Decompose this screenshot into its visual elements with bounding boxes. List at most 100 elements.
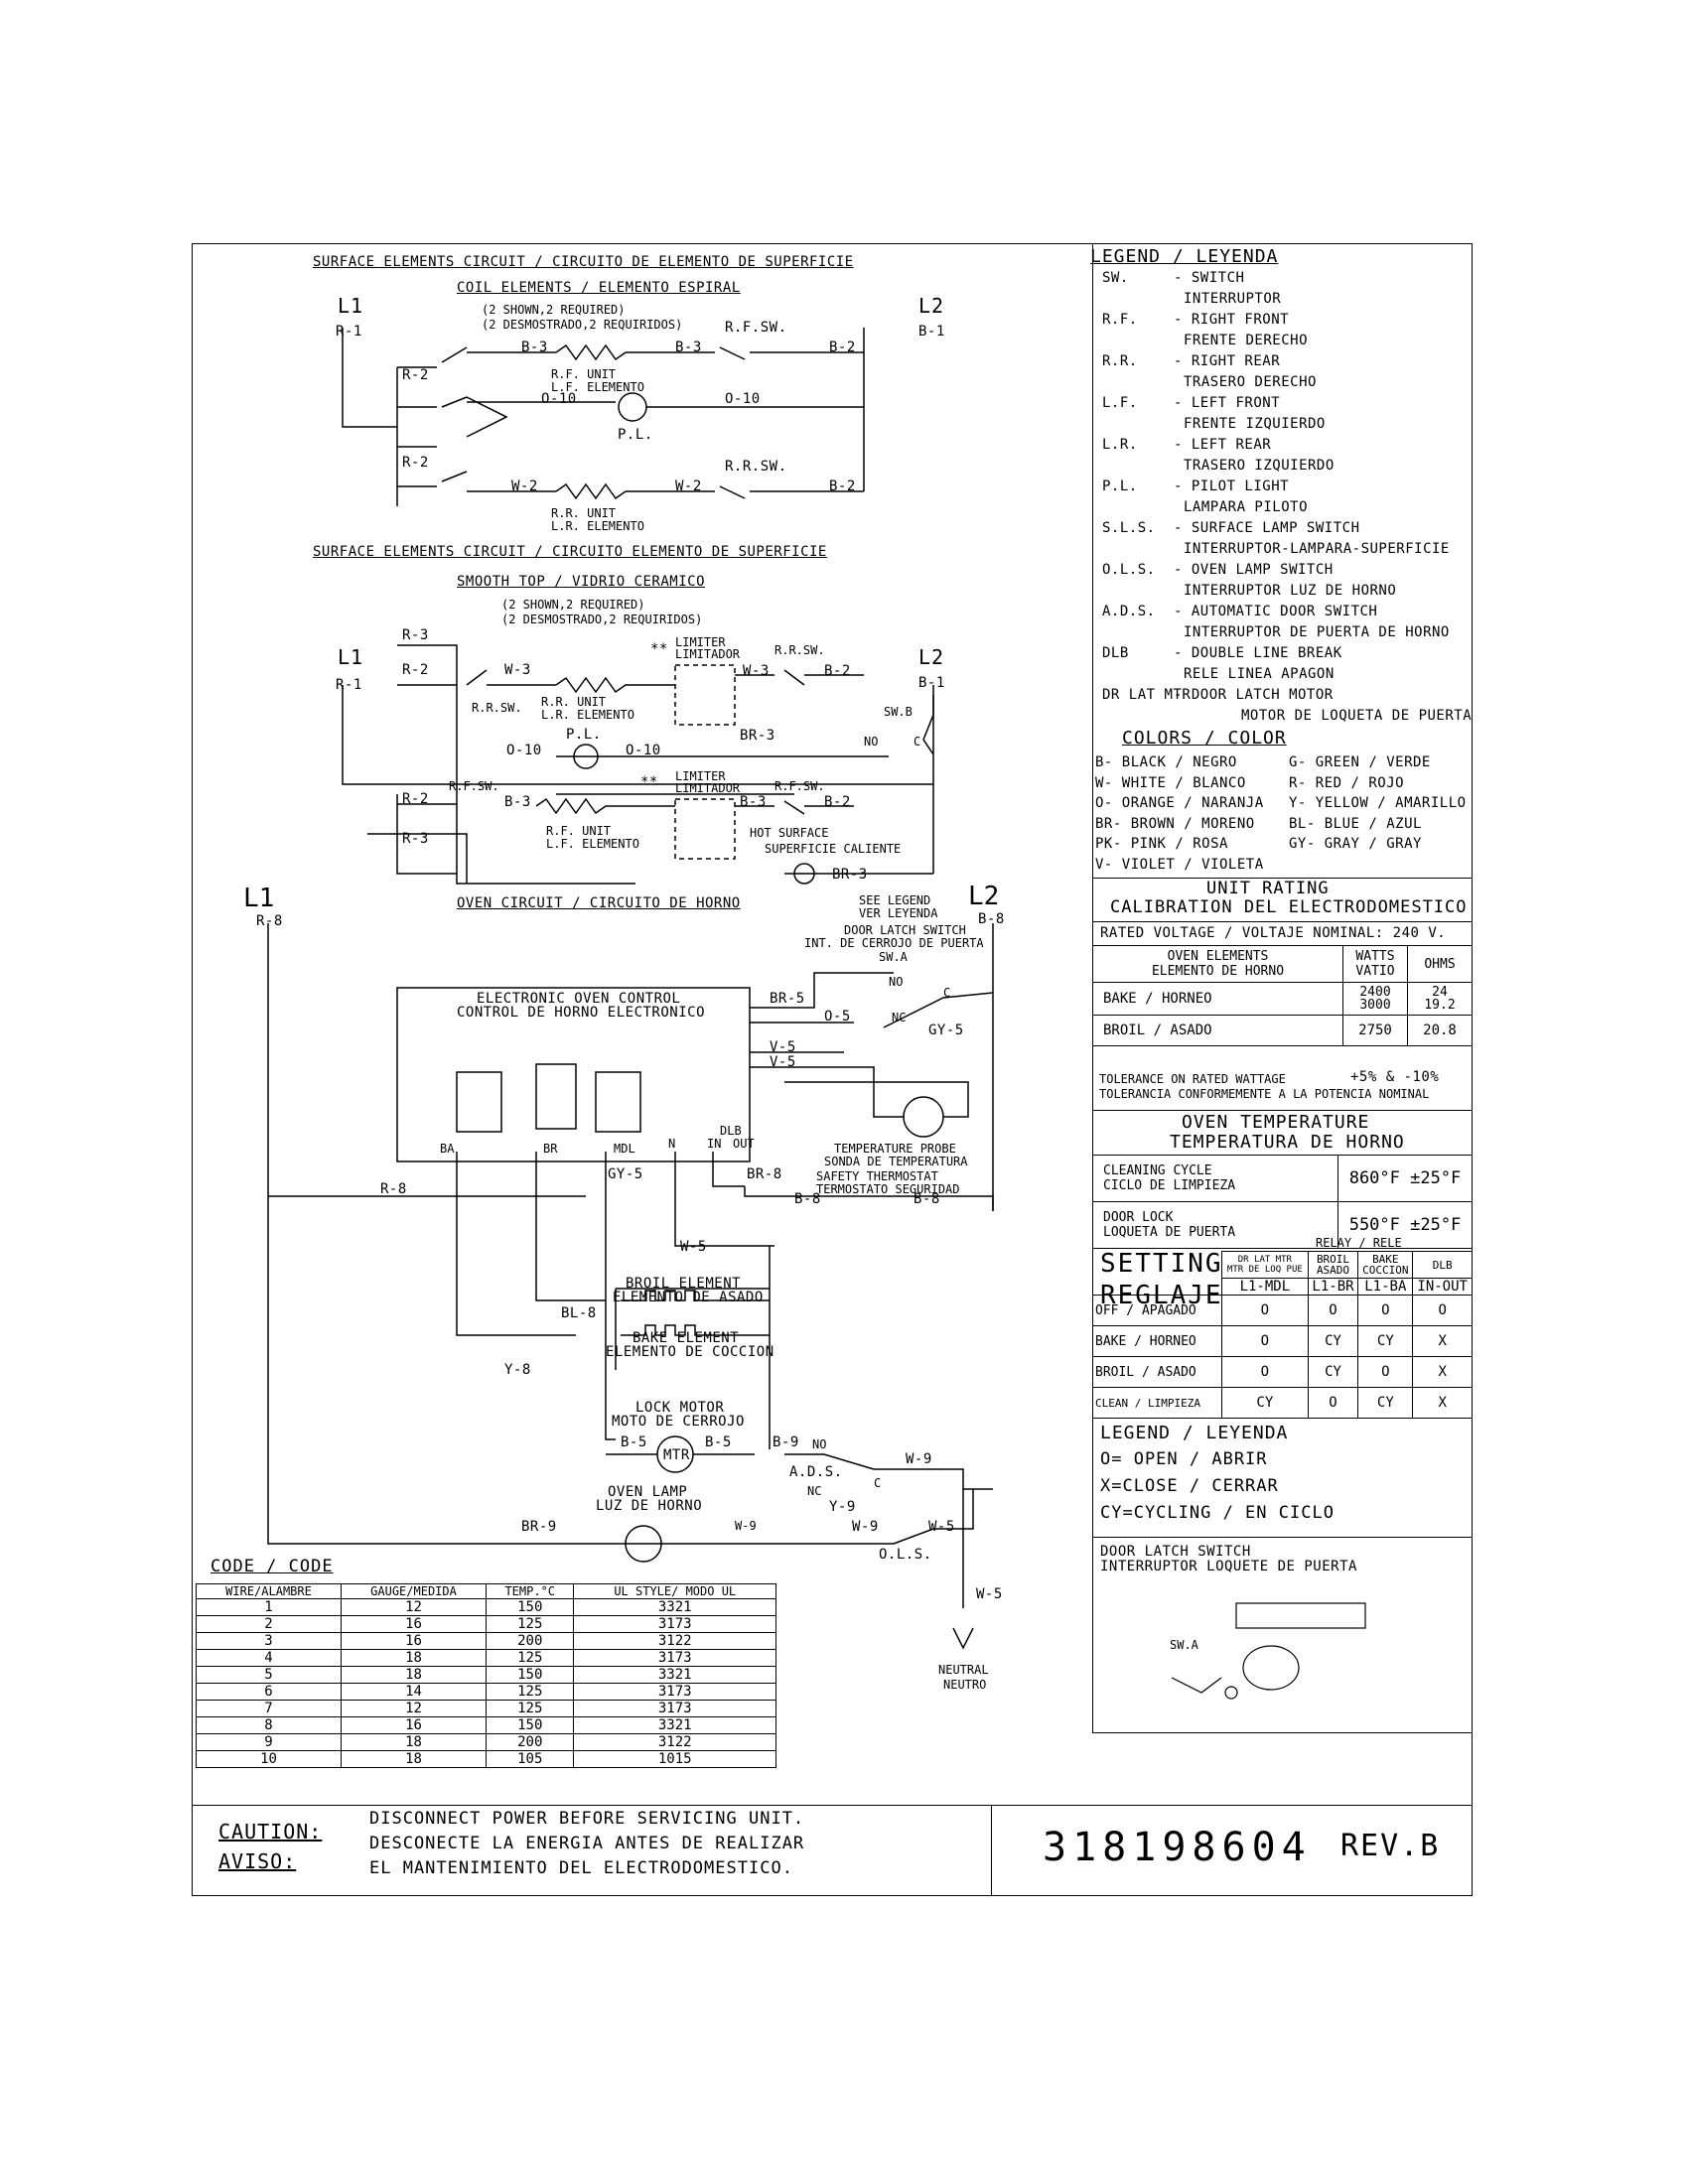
legend-item: L.F.- LEFT FRONT <box>1102 395 1470 416</box>
legend-abbr: L.R. <box>1102 437 1138 453</box>
cell: 9 <box>196 1733 342 1751</box>
rating-head-2: WATTS <box>1355 949 1395 964</box>
smooth-b3-label-2: B-3 <box>740 794 767 810</box>
oven-lamp-1: OVEN LAMP <box>608 1484 688 1500</box>
legend-english: - RIGHT FRONT <box>1174 312 1290 328</box>
smooth-br3-label: BR-3 <box>740 728 775 744</box>
rating-head-1: OVEN ELEMENTS <box>1167 949 1269 964</box>
cell: 3321 <box>573 1716 776 1734</box>
code-header: GAUGE/MEDIDA <box>341 1583 487 1599</box>
rating-head-ohms: OHMS <box>1407 945 1473 983</box>
caution-label: CAUTION: <box>218 1820 323 1843</box>
code-header: WIRE/ALAMBRE <box>196 1583 342 1599</box>
legend-spanish: INTERRUPTOR <box>1184 291 1282 307</box>
coil-b3-label-2: B-3 <box>675 340 702 355</box>
coil-r1-label: R-1 <box>336 324 362 340</box>
cell: 6 <box>196 1683 342 1701</box>
oven-br9: BR-9 <box>521 1519 557 1535</box>
legend-abbr: L.F. <box>1102 395 1138 411</box>
oven-y9: Y-9 <box>829 1499 856 1515</box>
cell: 125 <box>485 1700 575 1717</box>
code-table: WIRE/ALAMBRE GAUGE/MEDIDA TEMP.°C UL STY… <box>196 1583 776 1768</box>
coil-o10-label-2: O-10 <box>725 391 761 407</box>
rating-broil-label: BROIL / ASADO <box>1092 1015 1343 1046</box>
cell: O <box>1307 1295 1359 1326</box>
cell: O <box>1221 1295 1309 1326</box>
caution-line-3: EL MANTENIMIENTO DEL ELECTRODOMESTICO. <box>369 1858 793 1878</box>
oven-b8-b: B-8 <box>914 1191 940 1207</box>
cell: O <box>1357 1295 1414 1326</box>
setting-code-row: L1-MDL L1-BR L1-BA IN-OUT <box>1093 1278 1473 1296</box>
smooth-rr-sw-label: R.R.SW. <box>774 643 825 657</box>
legend-abbr: O.L.S. <box>1102 562 1156 578</box>
colors-title: COLORS / COLOR <box>1122 728 1287 749</box>
cell: 16 <box>341 1615 487 1633</box>
legend-item: A.D.S.- AUTOMATIC DOOR SWITCH <box>1102 604 1470 624</box>
col-head-3b: COCCION <box>1362 1264 1409 1277</box>
cell: 5 <box>196 1666 342 1684</box>
legend-abbr: P.L. <box>1102 478 1138 494</box>
legend-spanish: TRASERO DERECHO <box>1184 374 1317 390</box>
oven-bake-el-1: BAKE ELEMENT <box>633 1330 740 1346</box>
bake-watts-1: 2400 <box>1359 985 1391 1000</box>
legend-abbr: DR LAT MTR <box>1102 687 1192 703</box>
setting-code: L1-MDL <box>1221 1278 1309 1296</box>
clean-label-1: CLEANING CYCLE <box>1103 1163 1212 1178</box>
cell: 3122 <box>573 1733 776 1751</box>
legend-item: DR LAT MTR- DOOR LATCH MOTOR <box>1102 687 1470 708</box>
coil-r2-label: R-2 <box>402 367 429 383</box>
smooth-o10-label: O-10 <box>506 743 542 758</box>
legend-item: P.L.- PILOT LIGHT <box>1102 478 1470 499</box>
oven-l1-label: L1 <box>243 884 275 913</box>
latch-top-rule <box>1092 1537 1473 1538</box>
code-title: CODE / CODE <box>211 1557 334 1576</box>
cell: 3 <box>196 1632 342 1650</box>
oven-br: BR <box>543 1142 558 1156</box>
col-head-2b: ASADO <box>1316 1264 1350 1277</box>
legend-item: SW.- SWITCH <box>1102 270 1470 291</box>
smooth-note-1: (2 SHOWN,2 REQUIRED) <box>501 598 645 612</box>
coil-b2-label-2: B-2 <box>829 478 856 494</box>
tolerance-value: +5% & -10% <box>1350 1069 1440 1085</box>
smooth-rr-unit: R.R. UNIT <box>541 695 607 709</box>
bake-ohms-1: 24 <box>1432 985 1448 1000</box>
setting-row-label: BROIL / ASADO <box>1092 1356 1222 1388</box>
cell: 18 <box>341 1750 487 1768</box>
color-item: BR- BROWN / MORENO <box>1095 815 1255 832</box>
cell: 3321 <box>573 1666 776 1684</box>
revision: REV.B <box>1340 1829 1441 1863</box>
setting-row-label: OFF / APAGADO <box>1092 1295 1222 1326</box>
legend-item: L.R.- LEFT REAR <box>1102 437 1470 458</box>
oven-r8-label: R-8 <box>256 913 283 929</box>
legend2-item: X=CLOSE / CERRAR <box>1100 1476 1279 1496</box>
oven-no: NO <box>889 975 904 989</box>
tolerance-2: TOLERANCIA CONFORMEMENTE A LA POTENCIA N… <box>1099 1087 1430 1101</box>
oven-nc: NC <box>892 1011 907 1024</box>
setting-col-head: DLB <box>1412 1251 1473 1279</box>
smooth-note-2: (2 DESMOSTRADO,2 REQUIRIDOS) <box>501 613 703 626</box>
oven-ba: BA <box>440 1142 455 1156</box>
smooth-r2-label: R-2 <box>402 662 429 678</box>
oven-n: N <box>668 1137 676 1151</box>
cell: CY <box>1221 1387 1309 1419</box>
oven-o5: O-5 <box>824 1009 851 1024</box>
lock-label-1: DOOR LOCK <box>1103 1210 1174 1225</box>
col-head-1b: MTR DE LOQ PUE <box>1226 1265 1303 1275</box>
bake-ohms-2: 19.2 <box>1424 998 1456 1013</box>
oven-y8: Y-8 <box>504 1362 531 1378</box>
cell: 1 <box>196 1598 342 1616</box>
smooth-top-wiring <box>342 644 934 885</box>
oven-mdl: MDL <box>614 1142 635 1156</box>
